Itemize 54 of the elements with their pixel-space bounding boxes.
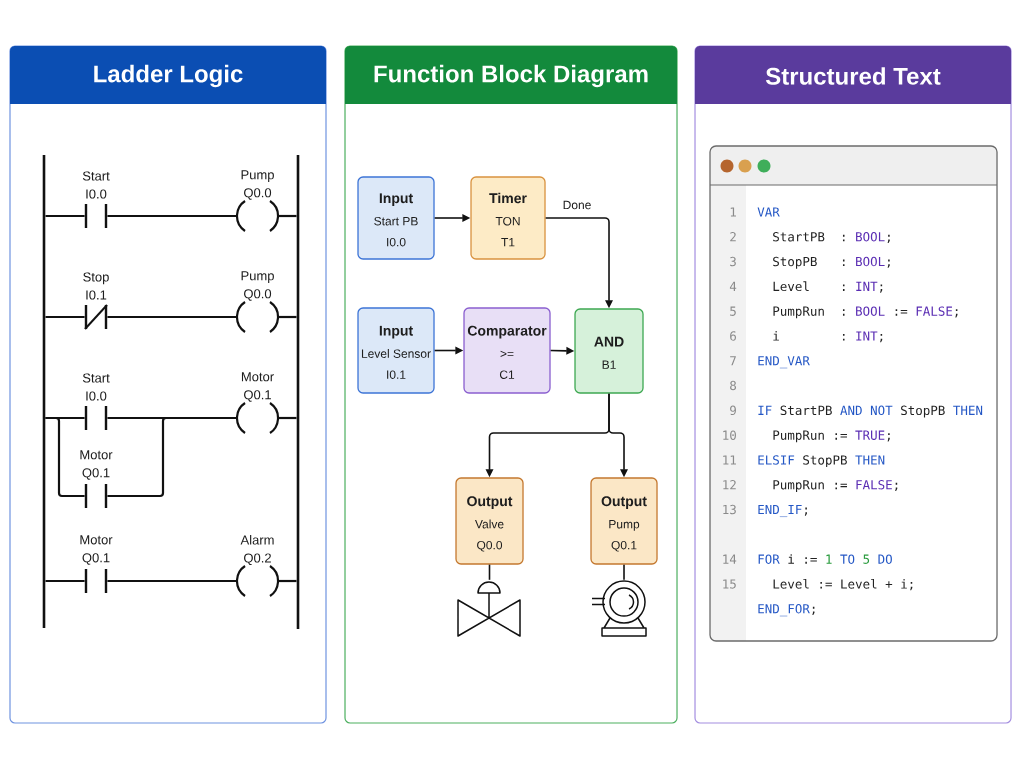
contact-label: Start I0.0 — [82, 373, 110, 401]
line-number: 5 — [730, 306, 736, 316]
code-line: FOR i := 1 TO 5 DO — [758, 554, 892, 564]
code-line: END_VAR — [758, 356, 810, 369]
contact-label: Motor Q0.1 — [80, 535, 113, 565]
coil-label: Motor Q0.1 — [241, 372, 274, 402]
valve-symbol — [457, 581, 521, 637]
line-number: 6 — [730, 331, 736, 341]
code-line: PumpRun : BOOL := FALSE; — [773, 306, 958, 319]
timer-block: Timer TON T1 — [470, 176, 546, 260]
line-number: 12 — [723, 480, 736, 490]
line-number: 11 — [723, 455, 736, 465]
panel-header: Function Block Diagram — [345, 46, 677, 104]
input-block: Input Level Sensor I0.1 — [357, 307, 435, 394]
coil-label: Alarm Q0.2 — [240, 535, 274, 565]
input-block: Input Start PB I0.0 — [357, 176, 435, 260]
line-number: 4 — [729, 281, 737, 291]
code-line: StartPB : BOOL; — [773, 232, 890, 244]
code-line: PumpRun := TRUE; — [773, 430, 890, 443]
output-block: Output Valve Q0.0 — [455, 477, 524, 565]
comparator-block: Comparator >= C1 — [463, 307, 551, 394]
line-number: 10 — [723, 430, 736, 440]
line-number: 3 — [730, 256, 736, 267]
code-line: END_IF; — [758, 505, 807, 518]
line-number: 13 — [723, 504, 736, 515]
code-line: END_FOR; — [758, 604, 815, 617]
code-line: PumpRun := FALSE; — [773, 480, 898, 492]
line-number: 14 — [723, 554, 737, 564]
code-line: IF StartPB AND NOT StopPB THEN — [758, 405, 983, 418]
code-line: Level : INT; — [773, 281, 883, 293]
edge-label: Done — [561, 199, 593, 211]
power-rail — [296, 155, 300, 629]
code-line: VAR — [757, 207, 780, 217]
contact-label: Stop I0.1 — [83, 272, 109, 300]
and-block: AND B1 — [574, 308, 644, 394]
contact-label: Start I0.0 — [82, 171, 110, 199]
line-number: 1 — [730, 207, 736, 217]
code-line: ELSIF StopPB THEN — [758, 455, 885, 468]
coil-label: Pump Q0.0 — [241, 170, 274, 200]
panel-header: Ladder Logic — [10, 46, 326, 104]
code-line: StopPB : BOOL; — [773, 256, 890, 269]
code-line: Level := Level + i; — [773, 578, 913, 591]
power-rail — [42, 155, 46, 628]
line-number: 7 — [730, 356, 736, 366]
panel-header: Structured Text — [695, 46, 1011, 104]
line-number: 9 — [730, 405, 736, 416]
line-number: 15 — [723, 579, 736, 589]
contact-label: Motor Q0.1 — [80, 450, 113, 480]
pump-symbol — [591, 580, 647, 637]
code-line: i : INT; — [773, 331, 883, 343]
coil-label: Pump Q0.0 — [241, 271, 274, 301]
output-block: Output Pump Q0.1 — [590, 477, 658, 565]
line-number: 2 — [730, 232, 736, 242]
line-number: 8 — [730, 380, 736, 391]
